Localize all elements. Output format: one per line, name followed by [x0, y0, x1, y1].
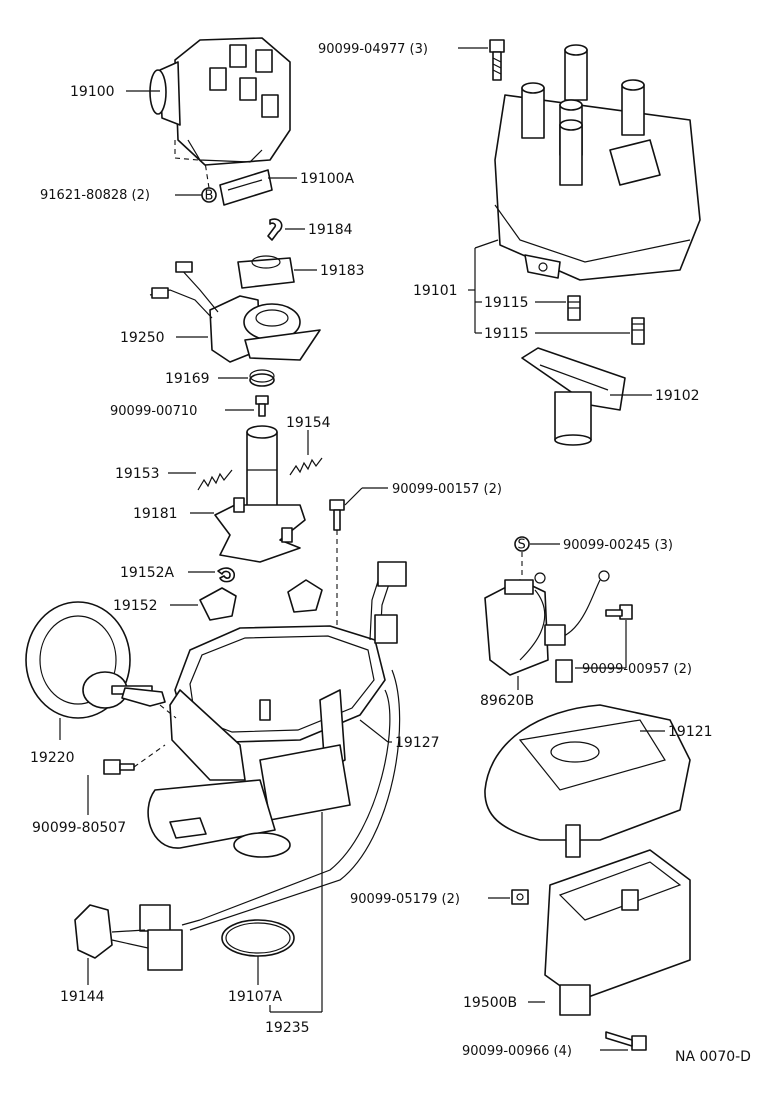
label-89620B: 89620B	[480, 693, 534, 709]
housing-part	[147, 625, 401, 931]
label-19152A: 19152A	[120, 565, 175, 581]
carbon-spring-part-upper	[567, 295, 581, 321]
label-19500B: 19500B	[463, 995, 517, 1011]
label-19220: 19220	[30, 750, 75, 766]
governor-spring-part-19153	[197, 469, 233, 491]
o-ring-part	[221, 919, 295, 957]
vacuum-advancer-part	[25, 601, 166, 719]
bolt-part-00966	[605, 1031, 647, 1051]
carbon-spring-part-lower	[631, 317, 645, 345]
label-90099-05179: 90099-05179 (2)	[350, 892, 460, 907]
label-90099-00157: 90099-00157 (2)	[392, 482, 502, 497]
label-19235: 19235	[265, 1020, 310, 1036]
cord-connector-part	[74, 904, 201, 971]
label-19100A: 19100A	[300, 171, 355, 187]
rotor-part	[521, 347, 626, 446]
igniter-part	[544, 849, 691, 1016]
label-19107A: 19107A	[228, 989, 283, 1005]
circle-b-letter: B	[205, 189, 214, 204]
governor-weight-part	[199, 579, 323, 621]
label-90099-00710: 90099-00710	[110, 404, 197, 419]
governor-spring-part-19154	[289, 457, 323, 476]
governor-shaft-part	[214, 425, 306, 563]
label-90099-00966: 90099-00966 (4)	[462, 1044, 572, 1059]
diagram-code: NA 0070-D	[675, 1049, 751, 1065]
label-90099-00957: 90099-00957 (2)	[582, 662, 692, 677]
label-19100: 19100	[70, 84, 115, 100]
label-19152: 19152	[113, 598, 158, 614]
circle-s-marker	[514, 536, 530, 552]
pickup-coil-part	[149, 261, 321, 363]
label-19127: 19127	[395, 735, 440, 751]
e-clip-part	[217, 567, 236, 583]
ignition-coil-cover-part	[484, 704, 691, 858]
dust-cover-part	[237, 255, 295, 289]
label-19101: 19101	[413, 283, 458, 299]
label-91621-80828: 91621-80828 (2)	[40, 188, 150, 203]
label-19169: 19169	[165, 371, 210, 387]
label-19102: 19102	[655, 388, 700, 404]
clip-part	[267, 218, 283, 241]
name-plate-part	[219, 169, 273, 206]
circle-s-letter: S	[518, 538, 526, 553]
label-19181: 19181	[133, 506, 178, 522]
label-19183: 19183	[320, 263, 365, 279]
label-19144: 19144	[60, 989, 105, 1005]
label-19115-lower: 19115	[484, 326, 529, 342]
label-90099-04977: 90099-04977 (3)	[318, 42, 428, 57]
screw-part-80507	[103, 759, 135, 775]
screw-part-00157	[329, 499, 345, 531]
label-90099-00245: 90099-00245 (3)	[563, 538, 673, 553]
distributor-cap-part	[494, 44, 701, 281]
label-19153: 19153	[115, 466, 160, 482]
label-19184: 19184	[308, 222, 353, 238]
label-19121: 19121	[668, 724, 713, 740]
noise-filter-part	[484, 570, 610, 683]
label-19250: 19250	[120, 330, 165, 346]
label-90099-80507: 90099-80507	[32, 820, 126, 836]
distributor-assembly	[149, 37, 291, 166]
screw-part-00957	[605, 604, 633, 620]
nut-part-05179	[511, 889, 529, 905]
screw-part-00710	[255, 395, 269, 417]
label-19154: 19154	[286, 415, 331, 431]
cap-screw-part	[489, 39, 505, 81]
grommet-part	[249, 369, 275, 387]
harness-connector-part	[369, 561, 407, 644]
label-19115-upper: 19115	[484, 295, 529, 311]
